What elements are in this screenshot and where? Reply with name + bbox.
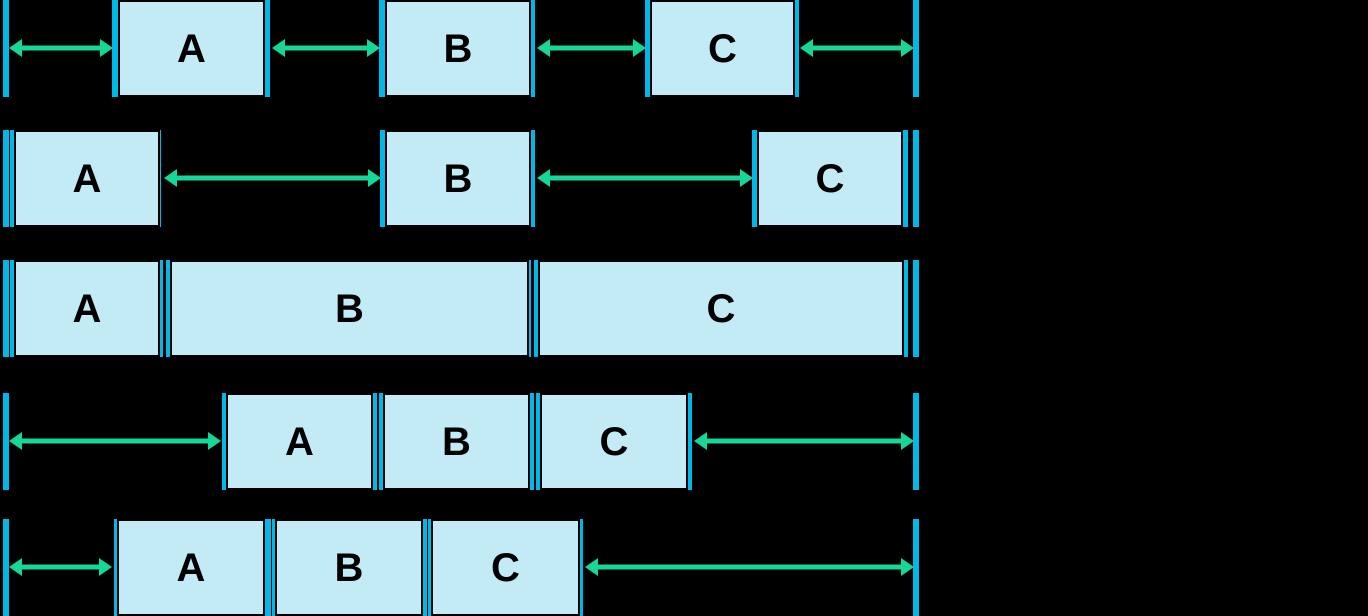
- marker-bar-b-start: [380, 130, 386, 227]
- box-a[interactable]: A: [226, 393, 373, 490]
- row-5: A B C: [0, 519, 1368, 616]
- box-c-label: C: [599, 419, 629, 464]
- box-b[interactable]: B: [385, 130, 531, 227]
- gap-arrow-after-c: [694, 428, 914, 454]
- gap-arrow-after-c: [800, 35, 914, 61]
- marker-bar-left-edge: [3, 0, 9, 97]
- gap-arrow-after-c: [585, 554, 914, 580]
- marker-bar-c-start: [534, 260, 540, 357]
- box-c[interactable]: C: [431, 519, 580, 616]
- marker-bar-a-start: [10, 130, 16, 227]
- box-c[interactable]: C: [650, 0, 795, 97]
- marker-bar-right-edge: [913, 130, 919, 227]
- marker-bar-b-end: [529, 0, 535, 97]
- box-a[interactable]: A: [117, 519, 265, 616]
- marker-bar-c-end: [793, 0, 799, 97]
- box-a-label: A: [72, 286, 102, 331]
- marker-bar-c-end: [577, 519, 583, 616]
- row-1: A B C: [0, 0, 1368, 97]
- box-a-label: A: [177, 26, 206, 71]
- marker-bar-right-edge: [913, 0, 919, 97]
- box-b-label: B: [335, 286, 364, 331]
- marker-bar-right-edge: [913, 260, 919, 357]
- row-3: A B C: [0, 260, 1368, 357]
- box-a-label: A: [285, 419, 314, 464]
- box-c-label: C: [708, 26, 737, 71]
- gap-arrow-before-a: [9, 554, 112, 580]
- marker-bar-c-start: [536, 393, 542, 490]
- row-2: A B C: [0, 130, 1368, 227]
- box-a-label: A: [72, 156, 102, 201]
- marker-bar-c-end: [902, 130, 908, 227]
- box-c[interactable]: C: [540, 393, 688, 490]
- marker-bar-b-end: [529, 130, 535, 227]
- marker-bar-b-start: [379, 393, 385, 490]
- box-a-label: A: [176, 545, 206, 590]
- marker-bar-a-start: [10, 260, 16, 357]
- marker-bar-c-end: [902, 260, 908, 357]
- marker-bar-left-edge: [3, 519, 9, 616]
- marker-bar-b-start: [166, 260, 172, 357]
- marker-bar-a-start: [112, 0, 118, 97]
- box-c-label: C: [491, 545, 520, 590]
- box-a[interactable]: A: [14, 260, 160, 357]
- marker-bar-c-start: [752, 130, 758, 227]
- box-a[interactable]: A: [14, 130, 160, 227]
- marker-bar-left-edge: [3, 130, 9, 227]
- marker-bar-c-start: [645, 0, 651, 97]
- gap-arrow-before-a: [9, 35, 113, 61]
- marker-bar-right-edge: [913, 519, 919, 616]
- marker-bar-a-end: [371, 393, 377, 490]
- box-b-label: B: [443, 26, 473, 71]
- box-c[interactable]: C: [538, 260, 904, 357]
- gap-arrow-before-a: [9, 428, 221, 454]
- box-b-label: B: [334, 545, 364, 590]
- marker-bar-b-start: [379, 0, 385, 97]
- box-c[interactable]: C: [757, 130, 903, 227]
- box-b[interactable]: B: [385, 0, 531, 97]
- marker-bar-c-end: [686, 393, 692, 490]
- box-b-label: B: [443, 156, 473, 201]
- marker-bar-a-end: [157, 260, 163, 357]
- box-b[interactable]: B: [383, 393, 530, 490]
- gap-arrow-b-to-c: [537, 35, 646, 61]
- box-c-label: C: [706, 286, 736, 331]
- gap-arrow-a-to-b: [272, 35, 380, 61]
- box-c-label: C: [815, 156, 845, 201]
- marker-bar-b-end: [528, 393, 534, 490]
- box-b[interactable]: B: [275, 519, 423, 616]
- marker-bar-b-end: [421, 519, 427, 616]
- gap-arrow-a-to-b: [164, 165, 381, 191]
- marker-bar-a-end: [265, 519, 271, 616]
- marker-bar-left-edge: [3, 393, 9, 490]
- row-4: A B C: [0, 393, 1368, 490]
- marker-bar-a-start: [222, 393, 228, 490]
- box-b[interactable]: B: [170, 260, 529, 357]
- marker-bar-right-edge: [913, 393, 919, 490]
- box-a[interactable]: A: [118, 0, 265, 97]
- gap-arrow-b-to-c: [537, 165, 753, 191]
- box-b-label: B: [442, 419, 471, 464]
- marker-bar-a-end: [264, 0, 270, 97]
- marker-bar-left-edge: [3, 260, 9, 357]
